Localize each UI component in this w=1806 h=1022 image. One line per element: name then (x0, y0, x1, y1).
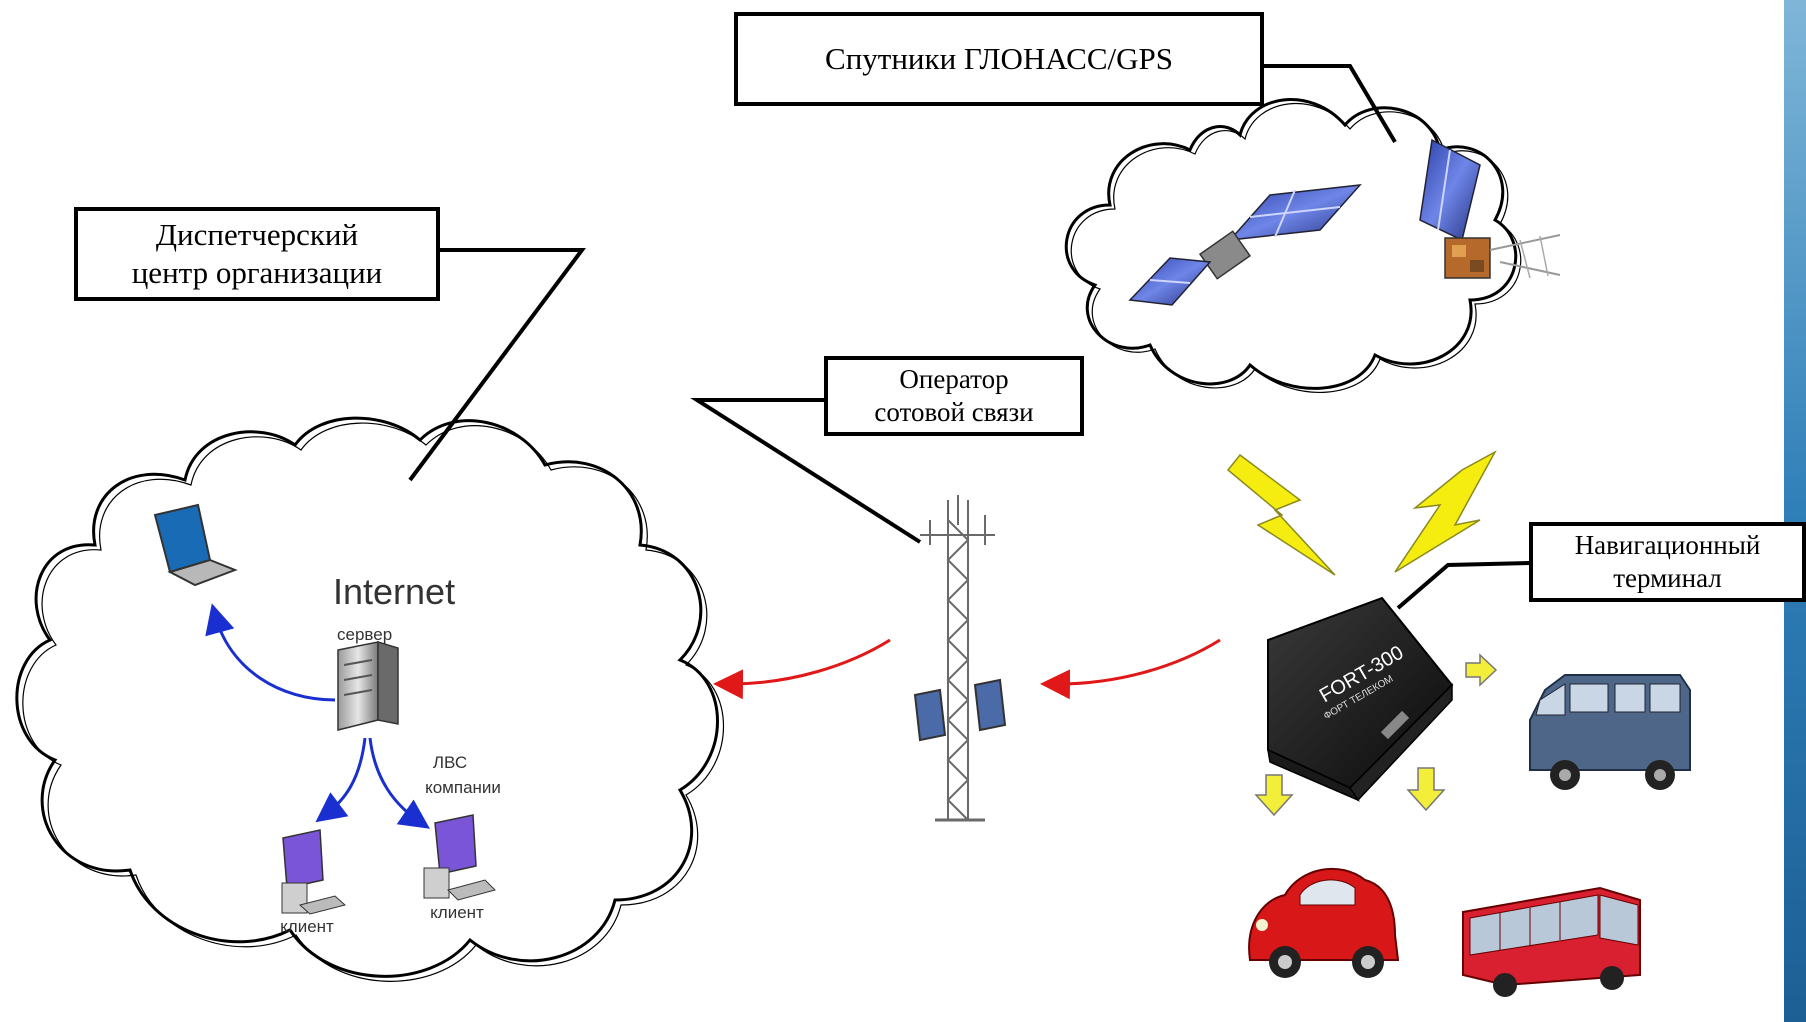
red-car-icon (1248, 867, 1400, 978)
terminal-leader-line (1396, 561, 1532, 610)
server-label: сервер (337, 625, 392, 644)
arrow-right-icon (1465, 653, 1498, 687)
operator-callout-text: Оператор сотовой связи (874, 364, 1034, 427)
side-decoration-bar (1784, 0, 1806, 1022)
glonass-satellite (1128, 184, 1362, 306)
dispatch-callout: Диспетчерский центр организации (74, 207, 440, 301)
lightning-left-icon (1226, 453, 1336, 576)
terminal-callout: Навигационный терминал (1529, 522, 1806, 602)
tower-to-internet-arrow (713, 638, 891, 700)
laptop-icon (153, 503, 238, 587)
arrow-down-left-icon (1254, 774, 1294, 817)
dispatch-leader-line (408, 248, 586, 482)
arrow-down-right-icon (1406, 767, 1446, 812)
lan-label-line1: ЛВС (433, 753, 467, 772)
dispatch-callout-text: Диспетчерский центр организации (131, 217, 383, 290)
server-to-client2-arrow (368, 737, 430, 829)
server-icon (337, 640, 399, 731)
satellites-leader-line (1263, 64, 1397, 144)
client-computer-2-icon (423, 814, 496, 901)
terminal-callout-text: Навигационный терминал (1574, 530, 1761, 593)
server-to-laptop-arrow (205, 603, 336, 702)
internet-title: Internet (333, 571, 455, 612)
client-2-label: клиент (430, 903, 484, 922)
operator-leader-line (690, 398, 922, 544)
terminal-to-tower-arrow (1040, 638, 1221, 700)
operator-callout: Оператор сотовой связи (824, 356, 1084, 436)
satellite-cloud (1064, 98, 1522, 393)
minibus-icon (1529, 674, 1691, 790)
cell-tower-icon (913, 495, 1007, 822)
navigation-terminal-device: FORT-300 ФОРТ ТЕЛЕКОМ (1267, 596, 1454, 802)
server-to-client1-arrow (315, 737, 367, 823)
lightning-right-icon (1394, 450, 1497, 573)
gps-satellite (1419, 138, 1561, 279)
lan-label-line2: компании (425, 778, 501, 797)
client-1-label: клиент (280, 917, 334, 936)
red-bus-icon (1462, 886, 1641, 997)
satellites-callout: Спутники ГЛОНАСС/GPS (734, 12, 1264, 106)
satellites-callout-text: Спутники ГЛОНАСС/GPS (825, 41, 1173, 77)
client-computer-1-icon (281, 829, 347, 915)
